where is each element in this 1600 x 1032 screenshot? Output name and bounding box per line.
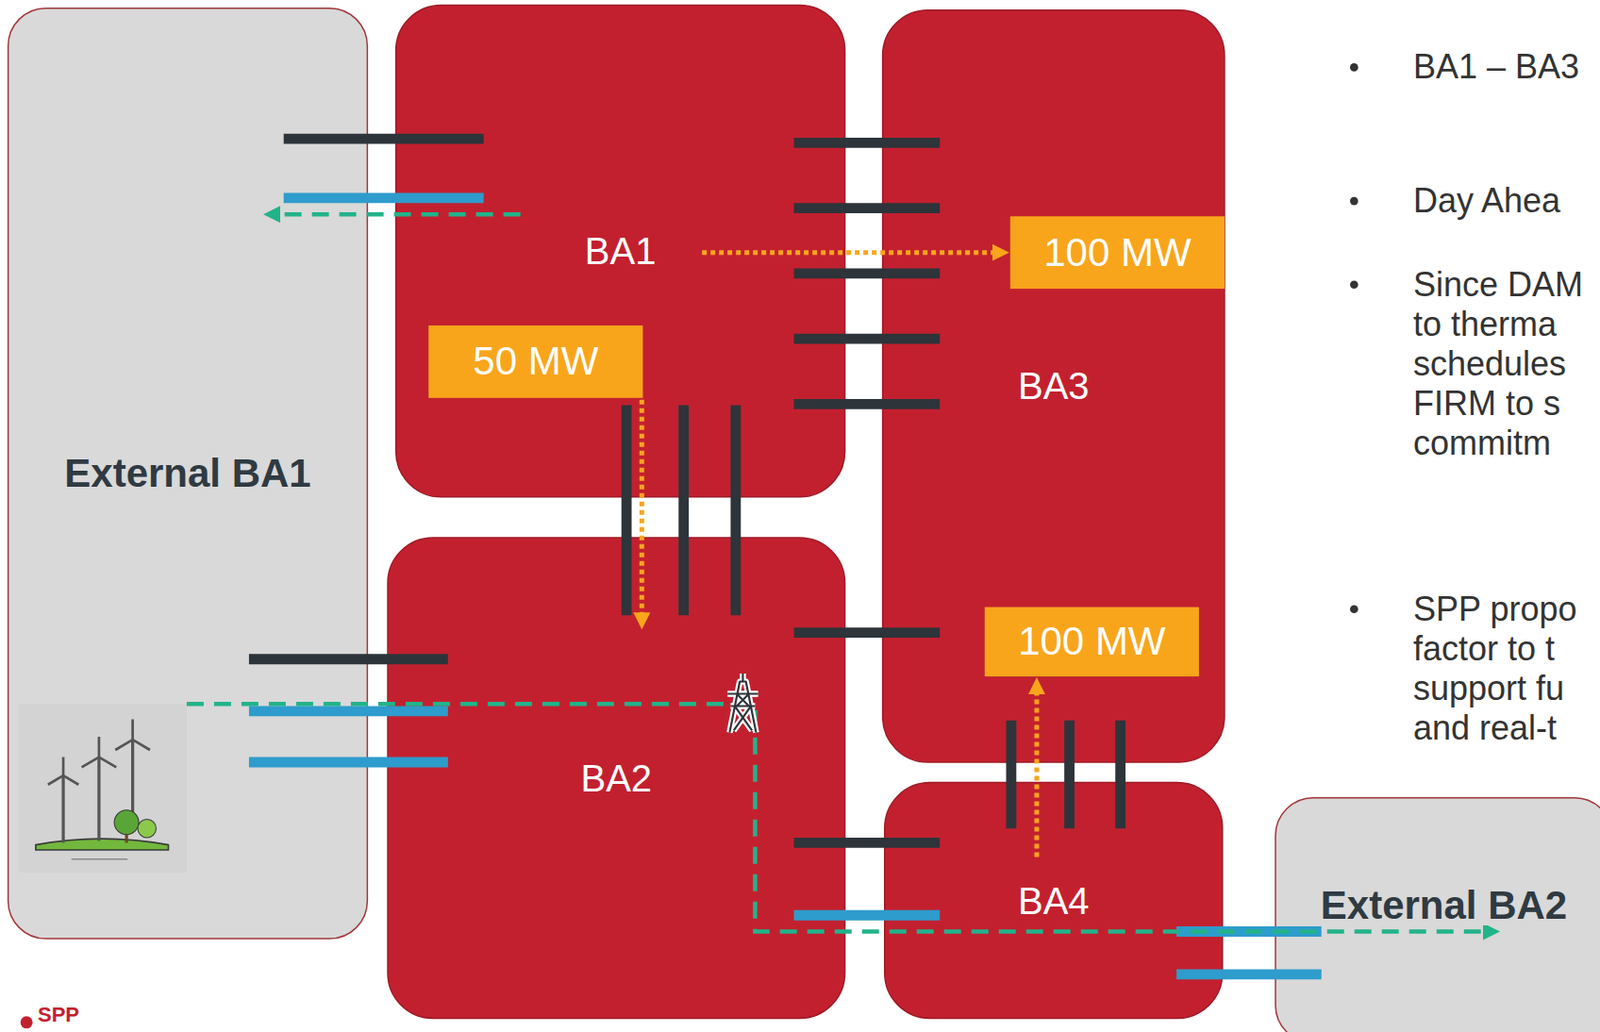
logo-mark [20,1016,34,1029]
region-shape [884,783,1223,1019]
balancing-area: BA3 100 MW 100 MW [883,10,1225,763]
tie-line [794,333,941,345]
logo-text: SPP [37,1003,80,1027]
tie-line [249,757,449,768]
node-label: 100 MW [1017,621,1166,662]
turbine-pole [97,757,100,842]
turbine-blades [48,757,79,785]
icon-ground [17,703,186,872]
tie-line [794,399,941,410]
tie-line [249,705,449,717]
tree [137,819,156,838]
wind-farm-icon [17,703,186,872]
schedule-path [273,212,520,217]
turbine-blades [115,719,150,750]
region-shape [1010,216,1225,289]
bullet-dot [1350,280,1359,289]
flow-arrow [1033,687,1039,857]
tie-line [1115,720,1126,830]
flow-arrow [639,400,645,619]
balancing-area: BA2 [387,537,846,1018]
tie-lines [249,138,1322,975]
transmission-tower [727,673,758,734]
bullet-dot [1350,604,1359,614]
tower-lines [727,673,758,734]
flow-amount: 100 MW [1010,216,1225,289]
region-fills [8,4,1600,1032]
node-label: BA2 [580,759,652,798]
tie-line [621,404,633,616]
tie-line [249,653,449,665]
node-label: External BA1 [64,453,311,494]
region-shape [984,607,1200,678]
tie-line [794,627,941,638]
external-area: External BA2 [1275,798,1600,1032]
region-shape [387,537,846,1018]
region-shape [428,325,643,399]
region-shape [396,4,846,497]
connectors [186,214,1490,932]
tie-line [794,267,941,279]
node-label: 50 MW [472,341,599,382]
bullets [1350,63,1359,614]
flow-amount: 100 MW [984,607,1200,678]
external-area: External BA1 [8,8,368,939]
grass [35,838,169,850]
tie-line [283,133,484,145]
tie-line [283,192,484,203]
node-label: BA1 [584,232,657,270]
tower-halo [727,673,758,734]
node-label: External BA2 [1316,885,1571,926]
turbine-blades [82,736,117,767]
node-label: BA4 [1017,882,1090,920]
turbine-pole [61,775,65,843]
balancing-area: BA4 [884,783,1223,1019]
tie-line [794,137,941,149]
node-label: 100 MW [1043,233,1191,273]
tie-line [794,910,941,921]
tie-line [1064,720,1075,830]
tie-line [794,202,941,214]
bullet-dot [1350,197,1359,206]
logo-dot [20,1016,34,1029]
tie-line [1005,720,1017,830]
flow-arrow [701,250,999,255]
bullet-text: Since DAM to therma schedules FIRM to s … [1413,265,1595,464]
tie-line [794,837,941,849]
turbine-pole [131,739,134,817]
tie-line [1176,969,1322,981]
bullet-text: Day Ahea [1413,181,1595,221]
region-shape [1275,798,1600,1032]
region-shape [8,8,368,939]
tree [114,810,139,835]
bullet-text: SPP propo factor to t support fu and rea… [1413,589,1595,749]
region-shape [883,10,1225,763]
ground-line [71,858,128,861]
schedule-path [186,703,1490,932]
tie-line [678,404,689,616]
flow-amount: 50 MW [428,325,643,399]
bullet-text: BA1 – BA3 [1413,47,1595,87]
node-label: BA3 [1017,366,1090,405]
balancing-area: BA1 50 MW [396,4,846,497]
bullet-dot [1350,63,1359,72]
tie-line [730,404,741,616]
